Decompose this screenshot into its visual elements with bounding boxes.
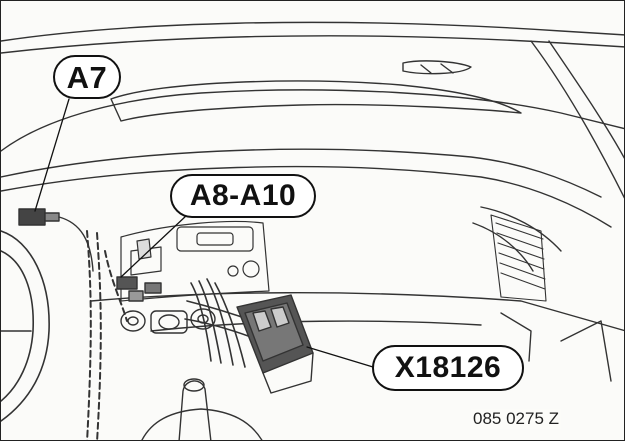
dashboard-lower	[90, 292, 624, 382]
leader-lines	[34, 98, 374, 368]
dashboard-top	[1, 148, 612, 272]
callout-x18126: X18126	[372, 345, 524, 391]
callout-a7: A7	[53, 55, 121, 99]
mirror-outline	[110, 60, 522, 122]
callout-a8-a10: A8-A10	[170, 174, 316, 218]
a8-a10-modules	[116, 276, 162, 302]
center-unit	[120, 220, 270, 302]
x18126-connector	[236, 294, 314, 394]
console-controls	[120, 308, 216, 334]
air-vent-right	[490, 214, 547, 302]
gear-shifter	[141, 378, 263, 440]
figure-id: 085 0275 Z	[471, 409, 562, 429]
steering-wheel	[1, 230, 50, 422]
a-pillar	[530, 40, 624, 199]
a7-connector	[18, 208, 94, 272]
wiring-harness-left	[86, 230, 128, 440]
